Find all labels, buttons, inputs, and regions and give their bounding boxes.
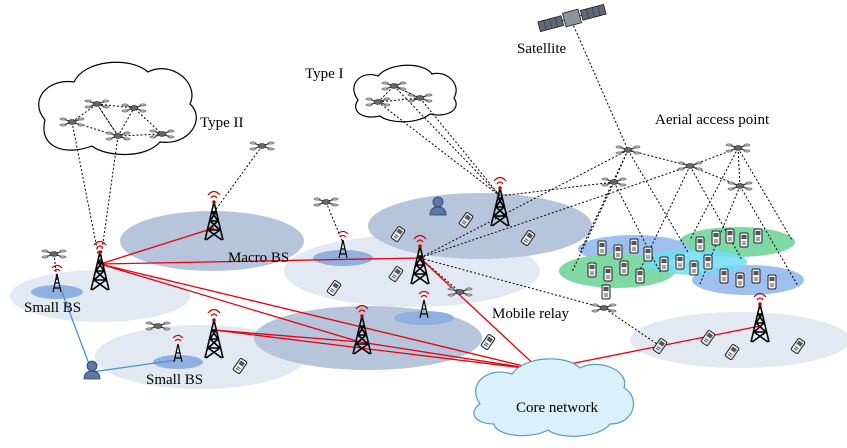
small-cell-bottom-core — [153, 355, 203, 369]
macro-cell-coverage — [120, 211, 304, 271]
aerial-access-point-label: Aerial access point — [655, 112, 770, 128]
small-cell-left-core — [31, 285, 83, 299]
access-links — [61, 291, 177, 373]
mobile-relay-label: Mobile relay — [492, 306, 570, 322]
type-one-label: Type I — [305, 66, 344, 82]
core-network-label: Core network — [516, 400, 599, 416]
satellite-label: Satellite — [517, 41, 566, 57]
small-bs-left-label: Small BS — [24, 300, 81, 316]
small-cell-bottom-coverage — [95, 325, 305, 389]
small-cell-relay-core — [394, 311, 454, 325]
type-two-label: Type II — [200, 115, 244, 131]
small-bs-bottom-label: Small BS — [146, 372, 203, 388]
top-right-cell-coverage — [368, 193, 592, 259]
right-cell-coverage — [630, 312, 847, 368]
small-cell-mid-core — [313, 250, 373, 266]
backhaul-links — [99, 227, 761, 371]
core-network-cloud — [473, 358, 634, 437]
type-one-cloud — [353, 64, 457, 123]
macro-bs-label: Macro BS — [228, 250, 289, 266]
satellite-icon — [537, 3, 607, 33]
type-two-cloud — [38, 61, 197, 155]
